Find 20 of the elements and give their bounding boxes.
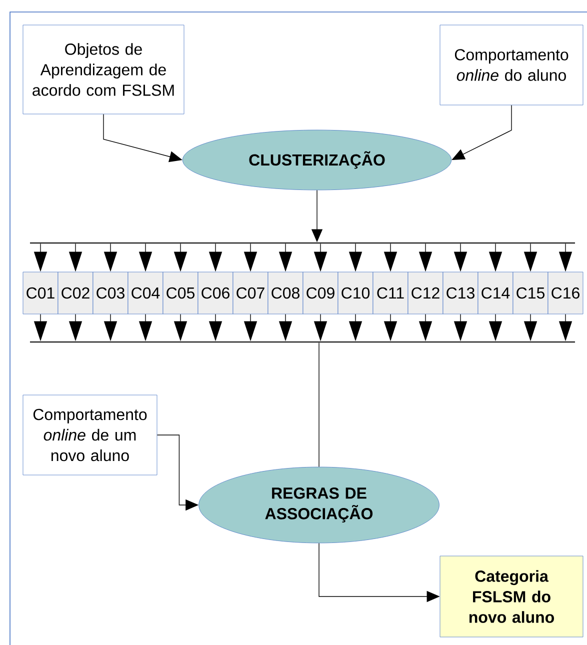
process-box: Comportamento online do aluno: [440, 24, 584, 106]
cluster-cell: C05: [162, 272, 198, 314]
cluster-cell: C09: [302, 272, 338, 314]
cluster-cell: C08: [268, 272, 304, 314]
cluster-cell: C11: [372, 272, 408, 314]
cluster-cell: C14: [478, 272, 514, 314]
cluster-cell: C07: [232, 272, 268, 314]
process-box: Categoria FSLSM do novo aluno: [440, 556, 584, 638]
process-box: Comportamento online de um novo aluno: [22, 394, 158, 476]
cluster-cell: C16: [548, 272, 584, 314]
cluster-cell: C15: [512, 272, 548, 314]
cluster-cell: C10: [338, 272, 374, 314]
process-box: Objetos de Aprendizagem de acordo com FSLSM: [22, 24, 184, 114]
cluster-cell: C02: [58, 272, 94, 314]
cluster-cell: C12: [408, 272, 444, 314]
cluster-cell: C03: [92, 272, 128, 314]
cluster-cell: C01: [22, 272, 58, 314]
cluster-cell: C06: [198, 272, 234, 314]
cluster-cell: C13: [442, 272, 478, 314]
cluster-cell: C04: [128, 272, 164, 314]
